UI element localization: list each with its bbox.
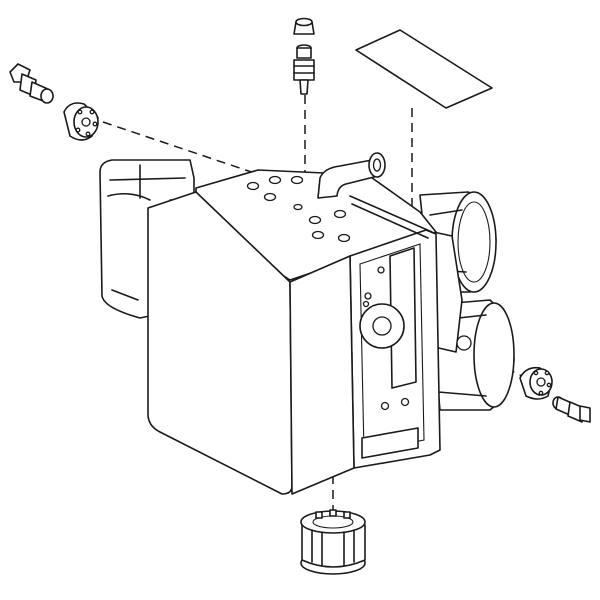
bleeder-plug xyxy=(293,44,315,95)
motor-assembly xyxy=(419,191,515,411)
bolt-right xyxy=(552,396,591,423)
caution-label xyxy=(355,29,493,109)
bottom-cushion xyxy=(300,509,366,575)
abs-actuator-body xyxy=(99,152,441,495)
cushion-right xyxy=(519,366,553,400)
bolt-left xyxy=(9,63,54,104)
bleeder-cap xyxy=(293,17,315,35)
cushion-left xyxy=(63,102,99,141)
